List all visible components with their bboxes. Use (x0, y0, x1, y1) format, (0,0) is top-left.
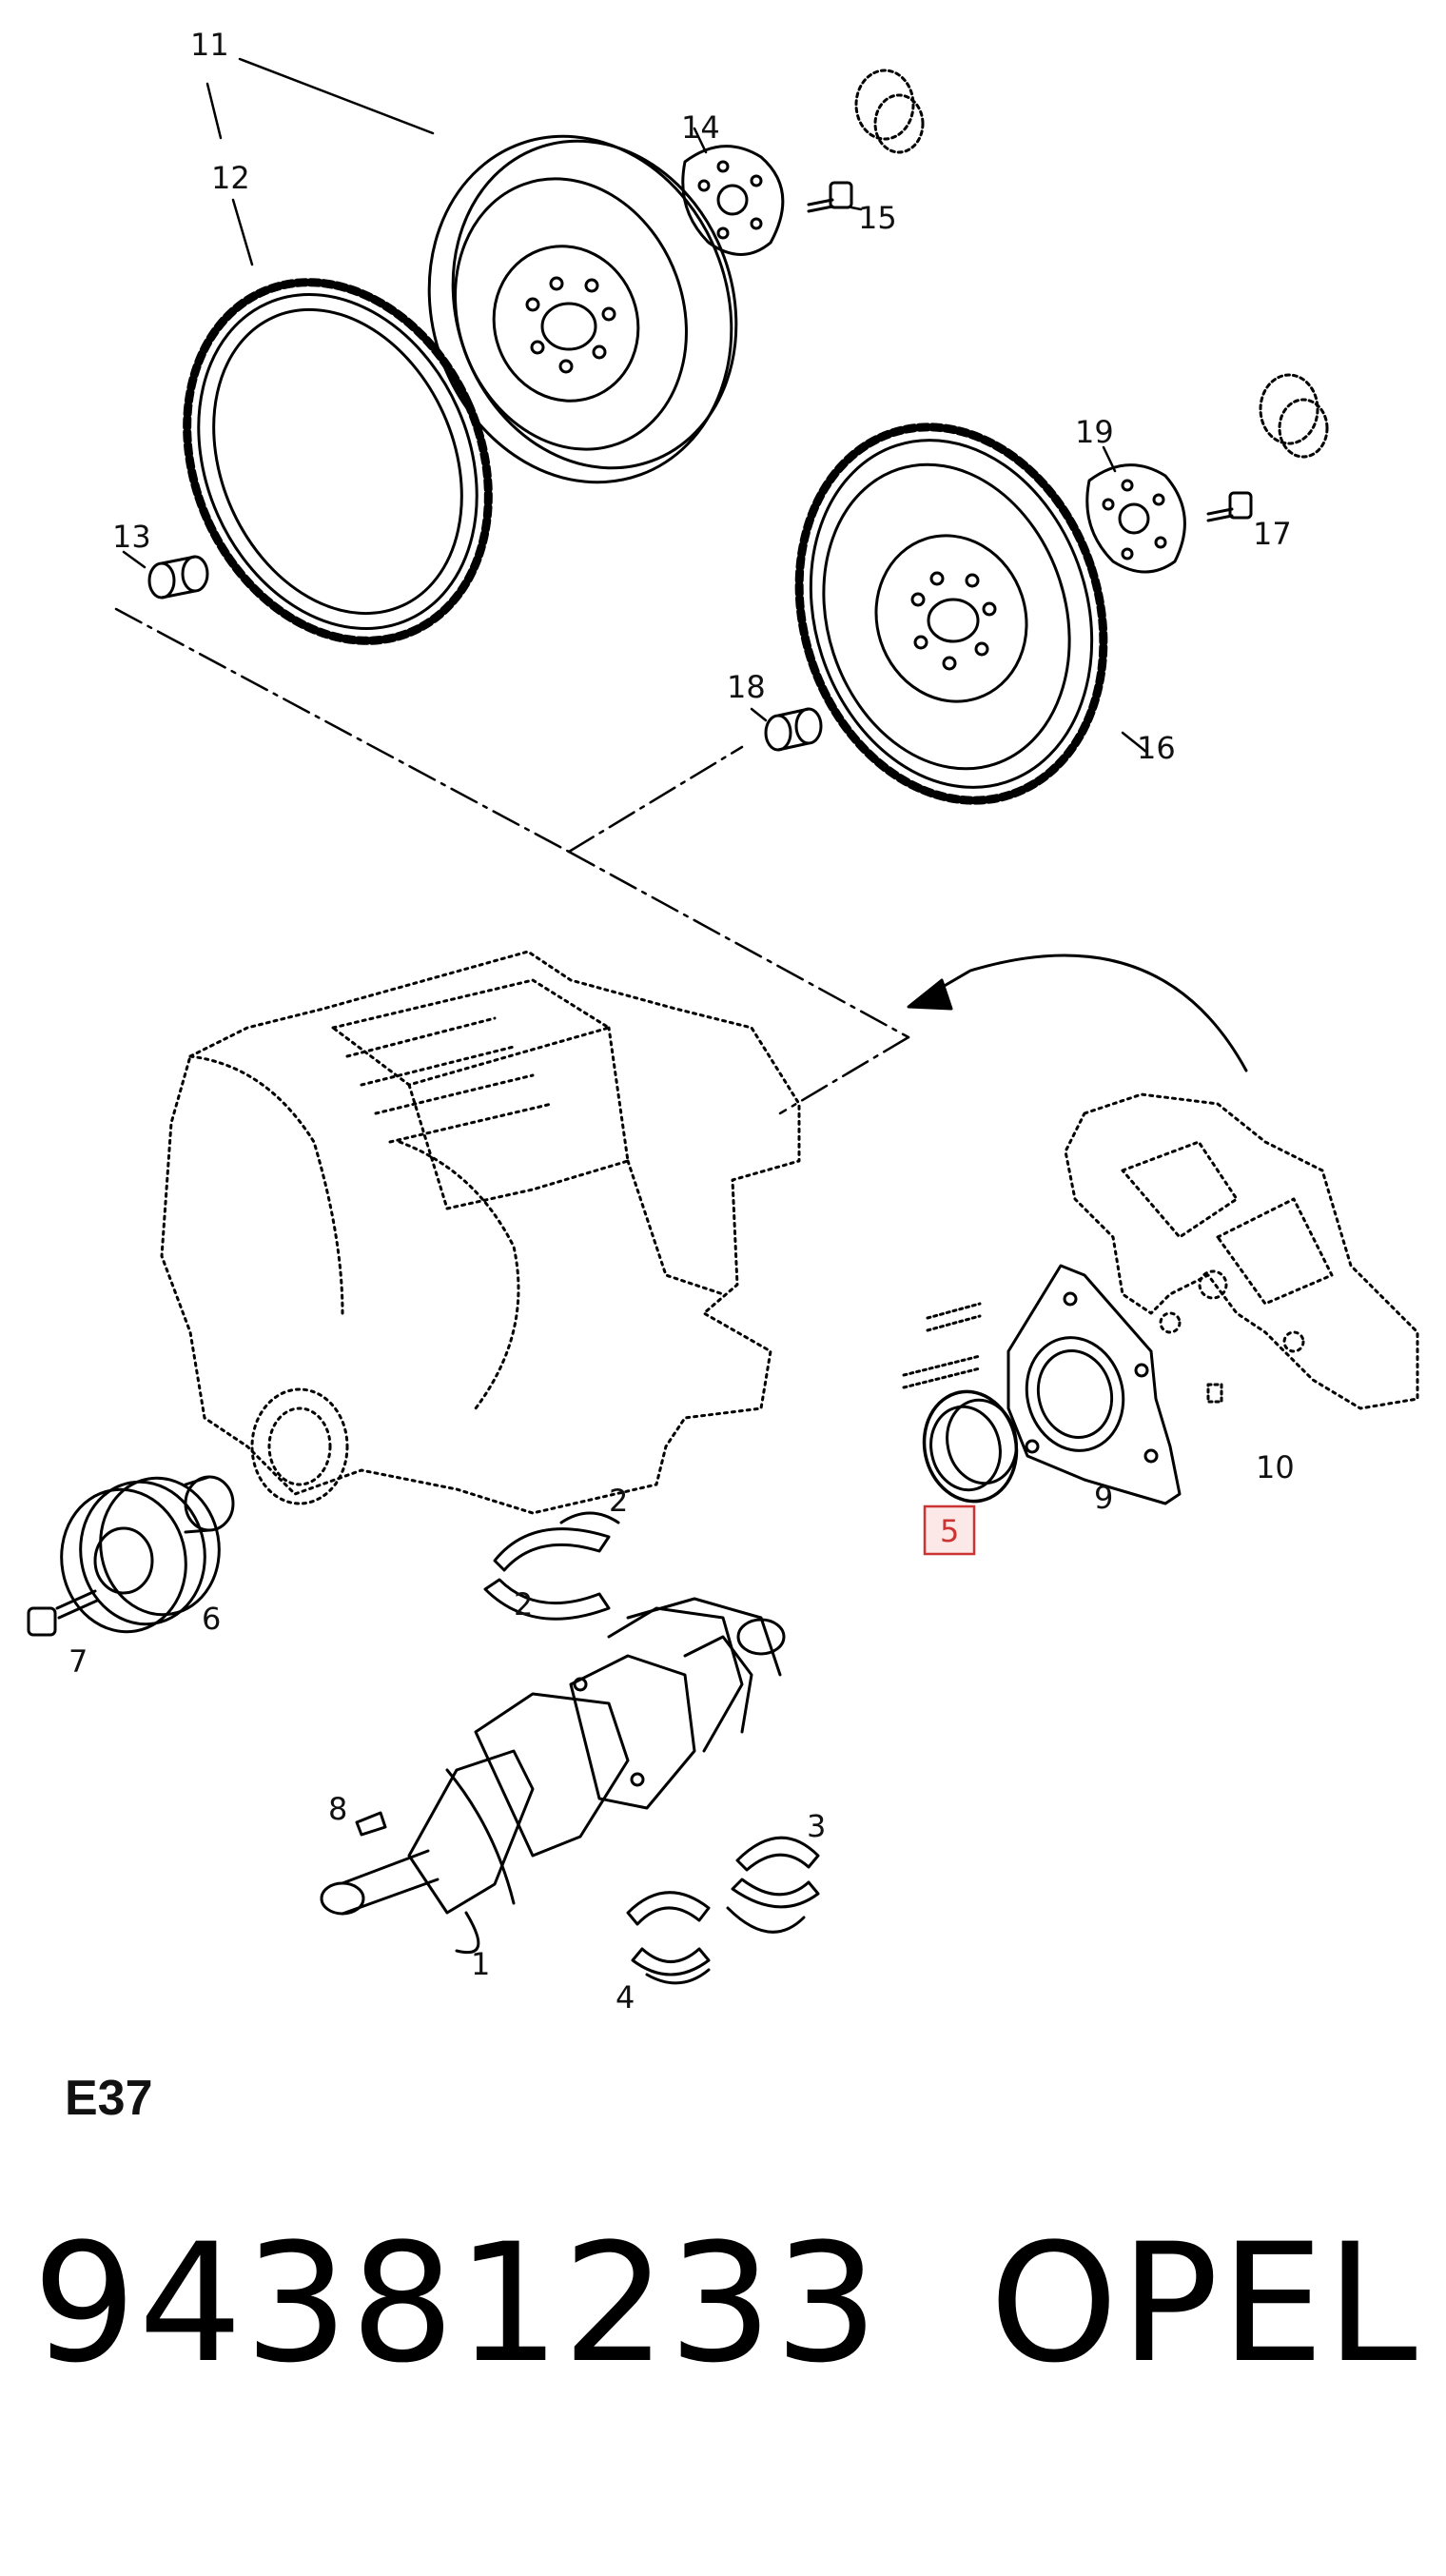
callout-5: 5 (940, 1513, 959, 1549)
part-number: 94381233 (32, 2208, 881, 2399)
flywheel-bolt-part (1206, 491, 1253, 522)
bolt-set-part (854, 69, 1329, 459)
callout-2-lower: 2 (514, 1586, 533, 1622)
callout-11: 11 (190, 27, 229, 63)
callout-17: 17 (1253, 516, 1292, 552)
callout-14: 14 (681, 109, 720, 146)
assembly-centerline (114, 607, 910, 1115)
callout-7: 7 (68, 1643, 88, 1680)
callout-8: 8 (328, 1791, 347, 1827)
callout-19: 19 (1075, 414, 1114, 450)
direction-arrow (907, 954, 1248, 1072)
brand-name: OPEL (989, 2208, 1419, 2399)
callout-6: 6 (202, 1601, 221, 1637)
callout-5-highlight[interactable]: 5 (923, 1504, 976, 1556)
callout-12: 12 (211, 160, 250, 196)
callout-3: 3 (807, 1808, 826, 1844)
flywheel-part (794, 423, 1108, 805)
housing-bolts-part (902, 1302, 1223, 1404)
callout-13: 13 (112, 519, 151, 555)
ring-gear-part (183, 278, 493, 645)
crank-pulley-part (60, 1475, 235, 1634)
callout-18: 18 (727, 669, 766, 705)
thrust-washers-part (483, 1511, 620, 1621)
callout-9: 9 (1094, 1480, 1113, 1516)
callout-15: 15 (858, 200, 897, 236)
main-bearings-part (726, 1836, 820, 1934)
callout-16: 16 (1137, 730, 1176, 766)
section-code: E37 (65, 2071, 153, 2126)
callout-10: 10 (1256, 1449, 1295, 1485)
pilot-bushing-part (147, 555, 823, 752)
callout-1: 1 (471, 1946, 490, 1982)
crankshaft-part (320, 1597, 786, 1954)
woodruff-key-part (355, 1811, 387, 1837)
leader-lines (122, 57, 1148, 754)
callout-labels: 11 12 14 15 19 17 13 18 16 10 9 2 2 6 7 … (68, 27, 1295, 2016)
exploded-parts-diagram: 11 12 14 15 19 17 13 18 16 10 9 2 2 6 7 … (27, 27, 1419, 2016)
flexplate-disc-part (427, 134, 738, 484)
engine-block-part (160, 950, 801, 1515)
pulley-bolt-part (27, 1589, 99, 1637)
seal-housing-part (1006, 1264, 1182, 1505)
flexplate-bolt-part (807, 181, 853, 213)
rear-housing-part (1064, 1092, 1419, 1410)
callout-2-upper: 2 (609, 1483, 628, 1519)
rear-seal-part (922, 1389, 1019, 1504)
flexplate-washer-part (681, 145, 785, 256)
flywheel-washer-part (1085, 463, 1186, 574)
conrod-bearings-part (626, 1891, 711, 1985)
callout-4: 4 (616, 1979, 635, 2016)
